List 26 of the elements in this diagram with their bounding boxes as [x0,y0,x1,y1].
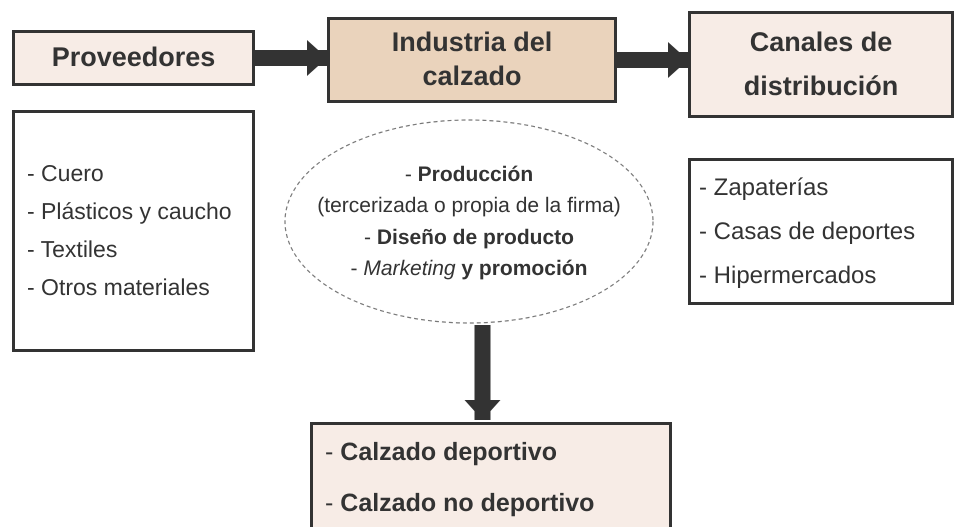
node-text: - Casas de deportes [699,216,916,246]
node-text: - Calzado deportivo [325,437,558,468]
output-box [310,422,672,527]
block-arrow [617,42,688,78]
node-text: - Marketing y promoción [350,256,588,282]
node-text: - Otros materiales [27,272,211,302]
node-text: - Cuero [27,159,105,188]
node-text: - Textiles [27,235,118,264]
list-box [688,158,954,305]
header-box [12,30,255,86]
node-text: Industria del calzado [390,26,554,93]
header-box [688,11,954,118]
node-text: - Producción [404,162,534,188]
list-box [12,110,255,352]
dashed-ellipse [283,118,655,325]
node-text: (tercerizada o propia de la firma) [317,193,621,219]
block-arrow [255,40,327,76]
process-box [327,17,617,103]
block-arrow [464,325,500,420]
node-text: - Calzado no deportivo [325,488,596,520]
node-text: Proveedores [52,41,216,74]
node-text: Canales de distribución [742,26,900,102]
node-text: - Diseño de producto [364,224,574,250]
node-text: - Hipermercados [699,260,878,290]
node-text: - Zapaterías [699,172,830,202]
node-text: - Plásticos y caucho [27,197,233,226]
